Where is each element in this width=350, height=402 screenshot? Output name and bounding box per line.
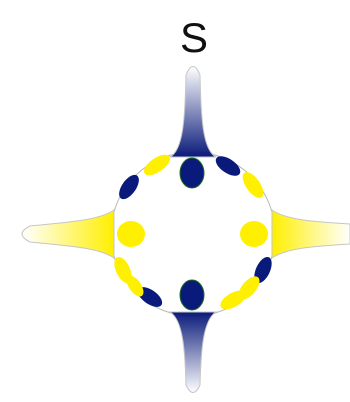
right-spike <box>272 210 350 258</box>
inner-lobe-bottom <box>180 280 204 310</box>
bottom-spike <box>170 312 216 393</box>
inner-lobe-top <box>180 158 204 188</box>
left-spike <box>22 210 114 258</box>
top-spike <box>170 67 216 158</box>
inner-lobe-right <box>240 221 268 247</box>
inner-lobe-left <box>117 221 145 247</box>
